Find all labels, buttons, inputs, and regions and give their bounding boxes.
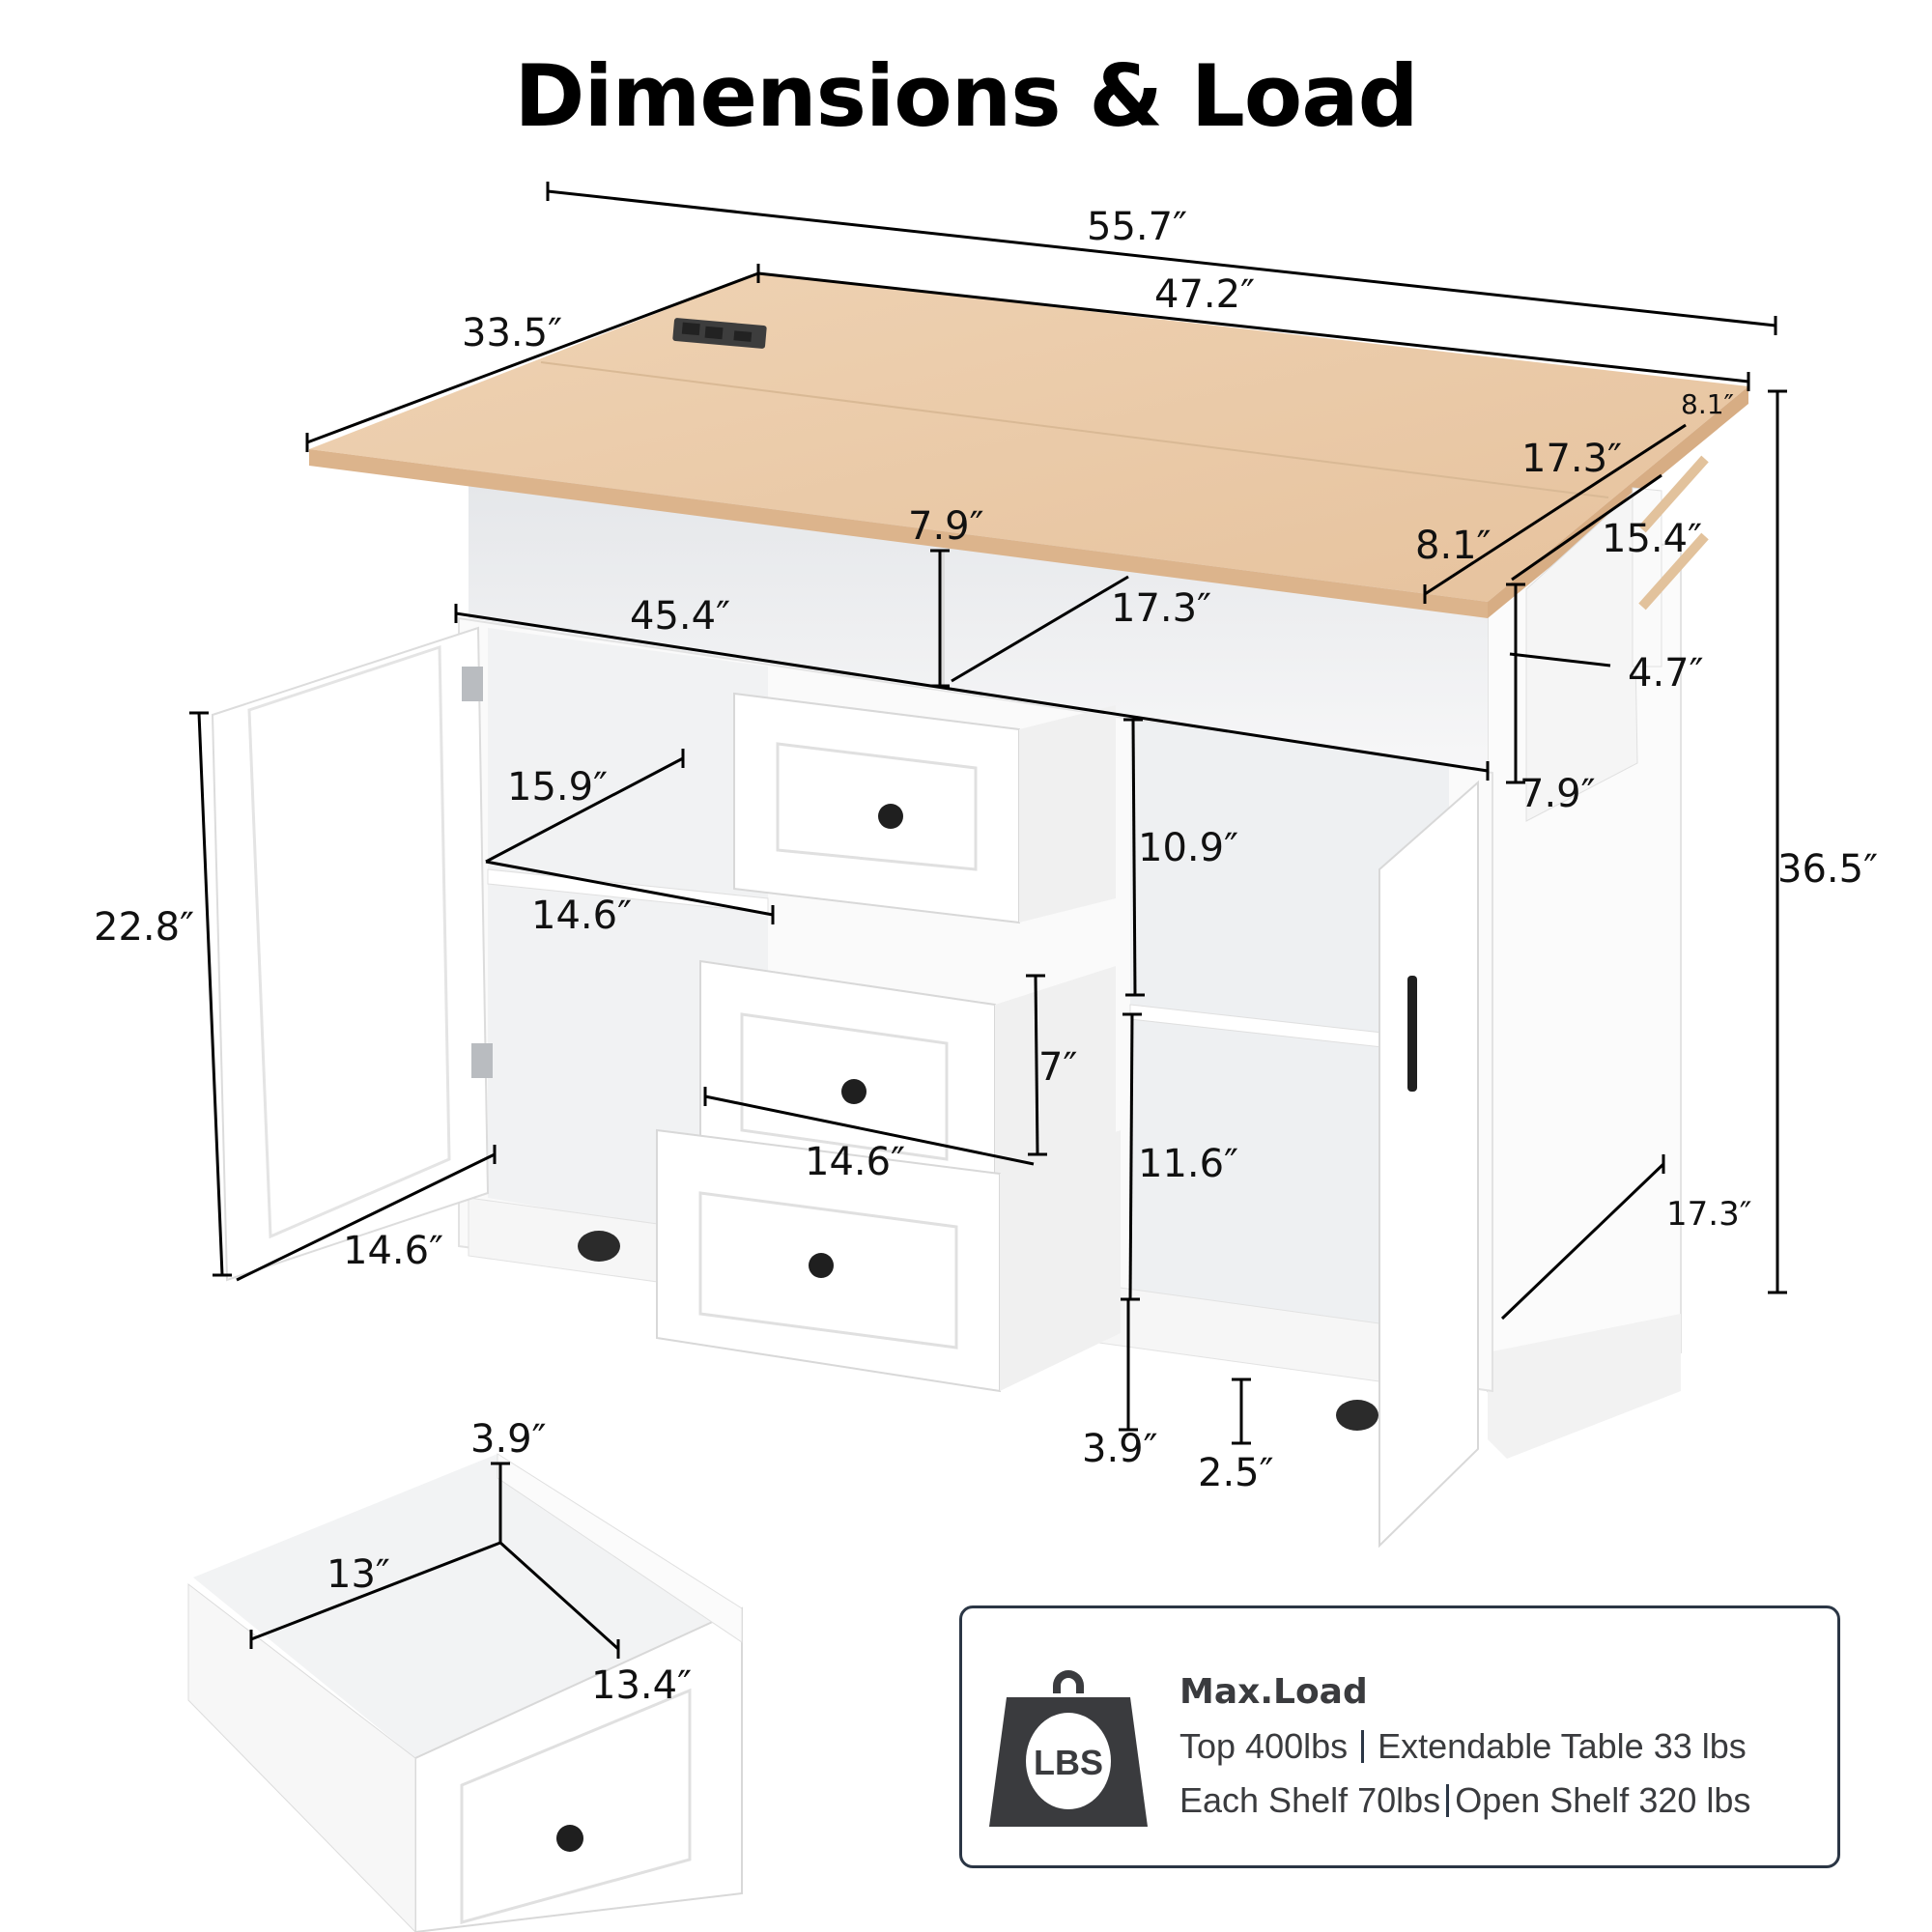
dim-spice-rack-length: 15.4″ <box>1602 517 1703 561</box>
dim-caster-height: 2.5″ <box>1198 1451 1274 1495</box>
dim-overall-height: 36.5″ <box>1777 847 1879 892</box>
separator <box>1361 1730 1365 1763</box>
dim-left-shelf-width: 14.6″ <box>531 894 633 938</box>
dim-top-side-depth: 17.3″ <box>1521 437 1623 481</box>
dim-flap-depth-left: 8.1″ <box>1415 524 1492 568</box>
load-line-2: Each Shelf 70lbs Open Shelf 320 lbs <box>1179 1780 1750 1821</box>
wooden-worktop <box>309 273 1748 618</box>
dim-top-depth: 33.5″ <box>462 311 563 355</box>
power-outlet-icon <box>672 318 767 349</box>
dim-drawer-inner-depth: 13.4″ <box>591 1663 693 1708</box>
left-door <box>211 626 493 1282</box>
drawer-bottom <box>656 1128 1121 1393</box>
dim-base-height: 3.9″ <box>1082 1427 1158 1471</box>
extendable-table-load: Extendable Table 33 lbs <box>1378 1726 1747 1766</box>
dim-door-height: 22.8″ <box>94 905 195 950</box>
dim-right-upper-height: 10.9″ <box>1138 826 1239 870</box>
max-load-title: Max.Load <box>1179 1672 1368 1712</box>
max-load-panel: LBS Max.Load Top 400lbs Extendable Table … <box>959 1605 1840 1868</box>
dim-left-shelf-depth: 15.9″ <box>507 765 609 810</box>
drawer-detail-illustration <box>187 1453 743 1932</box>
right-door <box>1378 780 1479 1548</box>
dim-side-depth: 17.3″ <box>1666 1195 1752 1234</box>
dim-right-lower-height: 11.6″ <box>1138 1142 1239 1186</box>
dim-open-shelf-height: 7.9″ <box>908 504 984 549</box>
cabinet-body <box>458 469 1493 1431</box>
page-title: Dimensions & Load <box>514 46 1418 146</box>
load-line-1: Top 400lbs Extendable Table 33 lbs <box>1179 1726 1747 1767</box>
spice-rack <box>1525 455 1709 822</box>
dim-overall-width: 55.7″ <box>1087 205 1188 249</box>
dim-flap-depth-right: 8.1″ <box>1681 388 1734 420</box>
dim-drawer-width: 14.6″ <box>805 1140 906 1184</box>
open-shelf-load: Open Shelf 320 lbs <box>1455 1780 1751 1820</box>
separator <box>1446 1784 1450 1817</box>
dimension-lines <box>189 182 1787 1659</box>
dim-open-shelf-width: 45.4″ <box>630 594 731 639</box>
dim-door-width: 14.6″ <box>343 1229 444 1273</box>
weight-lbs-icon: LBS <box>989 1670 1148 1827</box>
svg-text:LBS: LBS <box>1034 1743 1103 1782</box>
dim-spice-rack-height: 7.9″ <box>1520 772 1596 816</box>
dim-spice-rack-depth: 4.7″ <box>1628 651 1704 696</box>
dim-top-width: 47.2″ <box>1154 272 1256 317</box>
dim-drawer-height: 7″ <box>1038 1045 1078 1090</box>
top-load: Top 400lbs <box>1179 1726 1349 1766</box>
dim-drawer-inner-height: 3.9″ <box>470 1417 547 1462</box>
dim-open-shelf-depth: 17.3″ <box>1111 586 1212 631</box>
dim-drawer-inner-width: 13″ <box>327 1552 390 1597</box>
each-shelf-load: Each Shelf 70lbs <box>1179 1780 1441 1820</box>
drawer-top <box>733 692 1116 924</box>
